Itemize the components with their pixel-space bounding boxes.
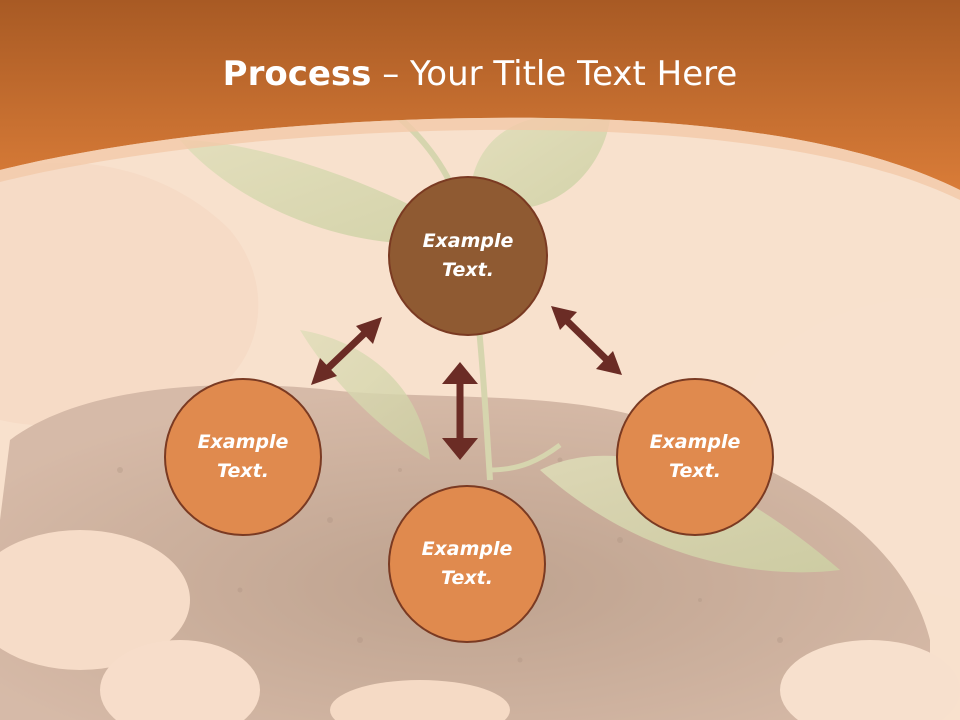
finger-shape: [100, 640, 260, 720]
node-label: Example Text.: [422, 230, 514, 281]
node-label: Example Text.: [649, 431, 741, 482]
process-node-top[interactable]: Example Text.: [388, 176, 548, 336]
title-separator: –: [382, 54, 400, 94]
title-banner: [0, 0, 960, 190]
slide-title: Process – Your Title Text Here: [0, 52, 960, 96]
title-rest: Your Title Text Here: [410, 54, 738, 94]
finger-shape: [330, 680, 510, 720]
title-bold: Process: [222, 54, 372, 94]
process-node-bottom[interactable]: Example Text.: [388, 485, 546, 643]
node-label: Example Text.: [421, 538, 513, 589]
left-hand-shape: [0, 162, 259, 426]
process-node-right[interactable]: Example Text.: [616, 378, 774, 536]
finger-shape: [0, 530, 190, 670]
node-label: Example Text.: [197, 431, 289, 482]
process-node-left[interactable]: Example Text.: [164, 378, 322, 536]
finger-shape: [780, 640, 960, 720]
